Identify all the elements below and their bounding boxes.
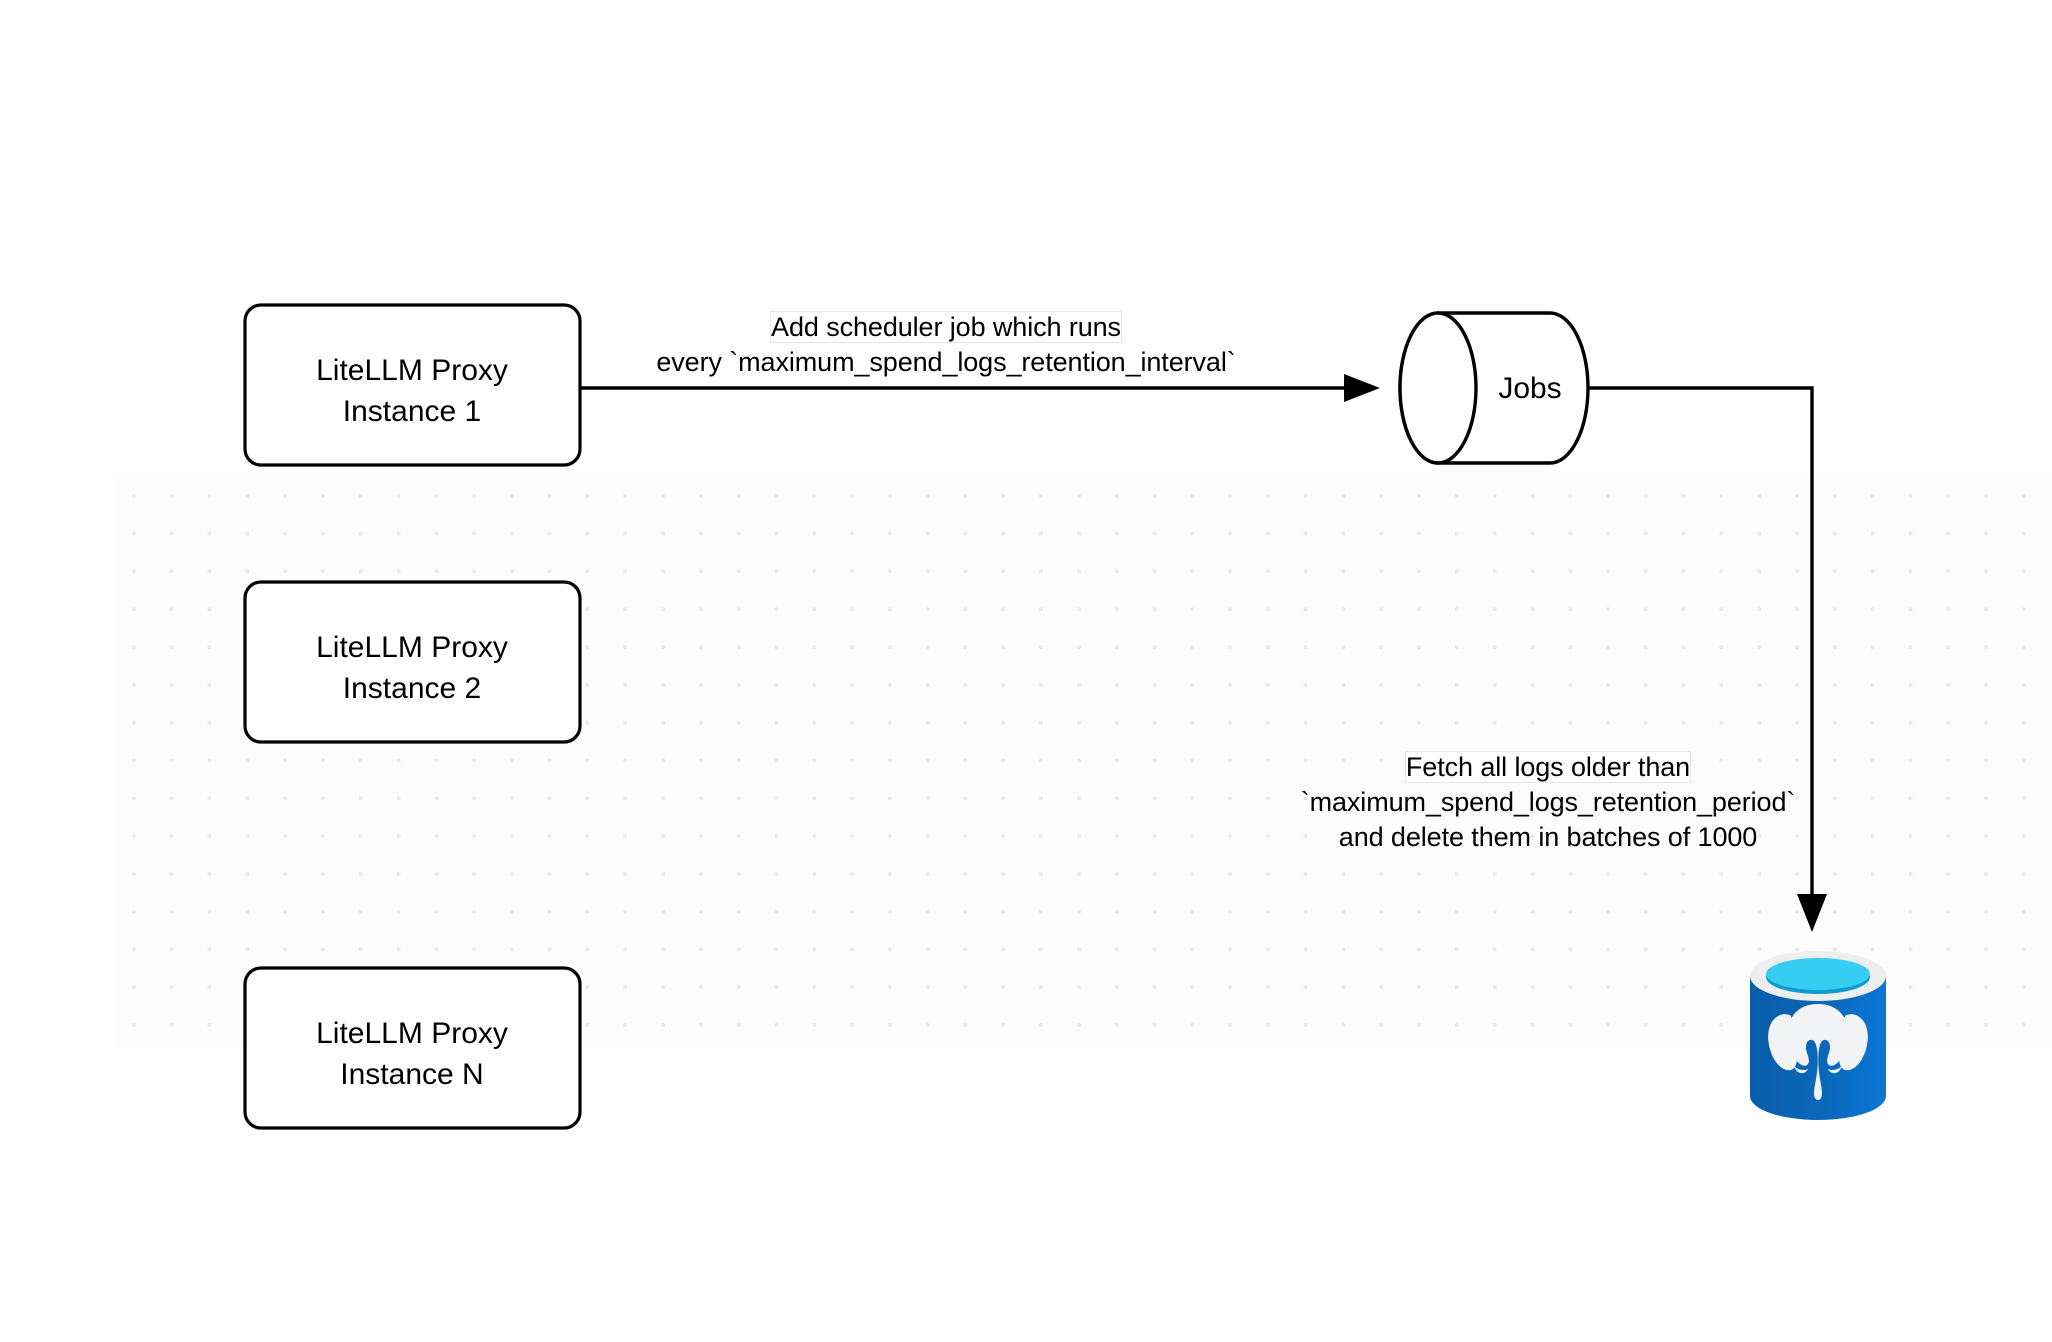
edge-label-fetch-line2: `maximum_spend_logs_retention_period` <box>1300 787 1796 817</box>
edge-label-fetch-delete-logs: Fetch all logs older than `maximum_spend… <box>1248 750 1848 855</box>
node-proxy-2-label-line2: Instance 2 <box>343 672 481 705</box>
edge-label-scheduler-line1-wrap: Add scheduler job which runs <box>596 310 1296 345</box>
edge-jobs-to-postgres-line <box>1588 386 1814 898</box>
node-proxy-1-box[interactable] <box>243 303 582 467</box>
node-proxy-instance-1[interactable]: LiteLLM Proxy Instance 1 <box>243 303 582 467</box>
node-proxy-n-box[interactable] <box>243 966 582 1130</box>
edge-label-fetch-line1: Fetch all logs older than <box>1405 752 1691 782</box>
node-proxy-instance-n[interactable]: LiteLLM Proxy Instance N <box>243 966 582 1130</box>
edge-label-scheduler-line2: every `maximum_spend_logs_retention_inte… <box>656 347 1236 377</box>
edge-label-fetch-line3: and delete them in batches of 1000 <box>1338 822 1758 852</box>
node-proxy-2-label-line1: LiteLLM Proxy <box>316 631 508 664</box>
node-proxy-n-label-line2: Instance N <box>340 1058 483 1091</box>
edge-proxy1-to-jobs <box>580 374 1380 402</box>
edge-label-scheduler-job: Add scheduler job which runs every `maxi… <box>596 310 1296 380</box>
edge-label-scheduler-line2-wrap: every `maximum_spend_logs_retention_inte… <box>596 345 1296 380</box>
node-proxy-instance-2[interactable]: LiteLLM Proxy Instance 2 <box>243 580 582 744</box>
edge-label-fetch-line1-wrap: Fetch all logs older than <box>1248 750 1848 785</box>
node-proxy-1-label-line2: Instance 1 <box>343 395 481 428</box>
edge-proxy1-to-jobs-arrowhead <box>1344 374 1380 402</box>
node-jobs-cylinder[interactable]: Jobs <box>1398 311 1590 465</box>
node-proxy-2-box[interactable] <box>243 580 582 744</box>
edge-label-scheduler-line1: Add scheduler job which runs <box>771 312 1121 342</box>
postgresql-database-icon[interactable] <box>1744 948 1892 1128</box>
edge-label-fetch-line2-wrap: `maximum_spend_logs_retention_period` <box>1248 785 1848 820</box>
node-jobs-cylinder-cap <box>1398 311 1478 465</box>
pg-cylinder-top-surface <box>1766 958 1870 990</box>
edge-label-fetch-line3-wrap: and delete them in batches of 1000 <box>1248 820 1848 855</box>
node-proxy-1-label-line1: LiteLLM Proxy <box>316 354 508 387</box>
node-jobs-label: Jobs <box>1498 372 1561 405</box>
pg-elephant-icon <box>1768 1004 1868 1100</box>
edge-jobs-to-postgres <box>1588 386 1827 932</box>
edge-jobs-to-postgres-arrowhead <box>1797 894 1827 932</box>
node-proxy-n-label-line1: LiteLLM Proxy <box>316 1017 508 1050</box>
